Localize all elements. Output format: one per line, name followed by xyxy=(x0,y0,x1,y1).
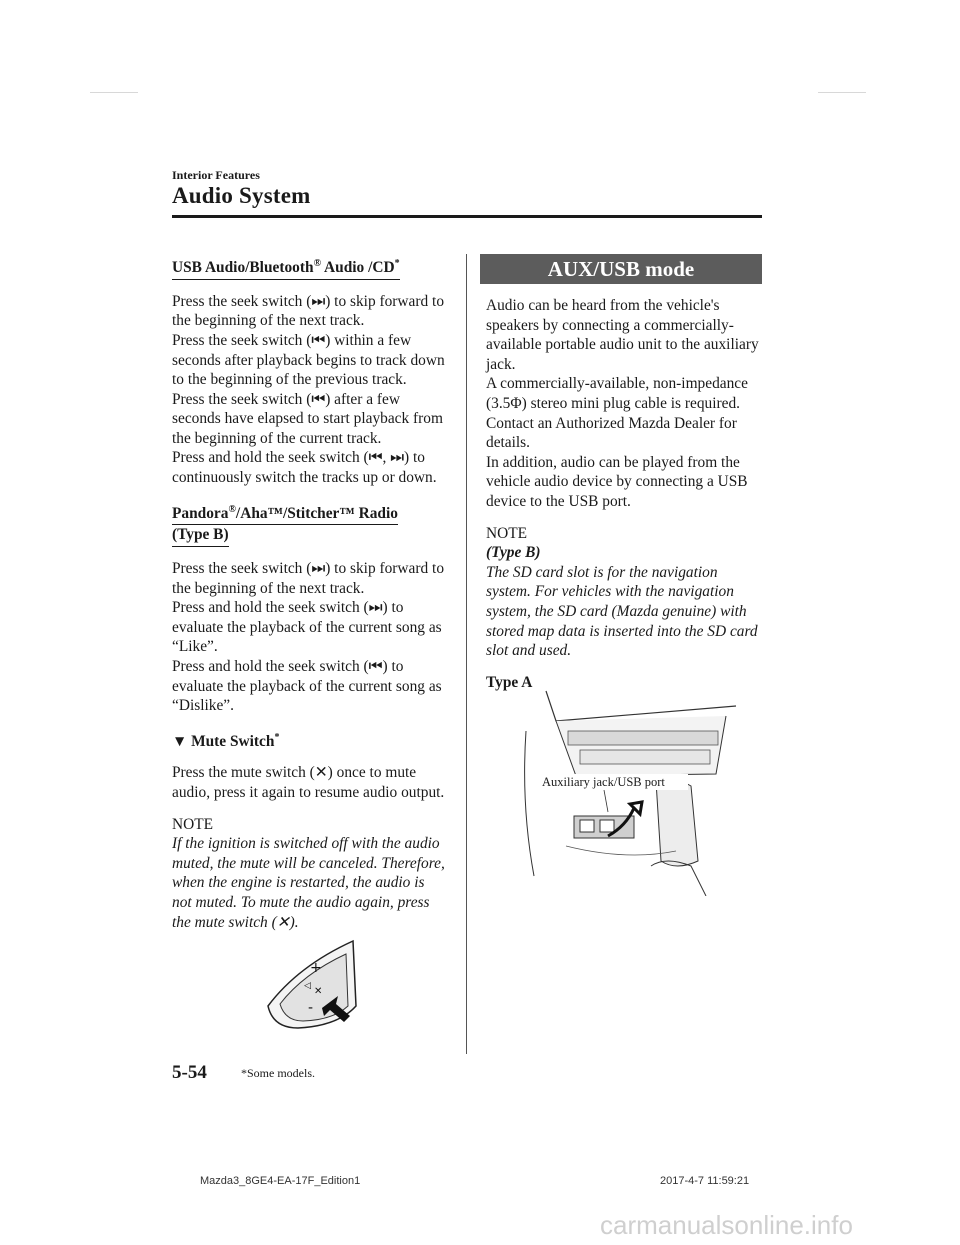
right-column: AUX/USB mode Audio can be heard from the… xyxy=(480,254,762,692)
pandora-heading-type: (Type B) xyxy=(172,525,229,547)
column-divider xyxy=(466,254,467,1054)
usb-audio-heading: USB Audio/Bluetooth® Audio /CD* xyxy=(172,254,400,280)
svg-text:+: + xyxy=(310,960,322,976)
title-rule xyxy=(172,215,762,218)
aux-paragraph-2: A commercially-available, non-impedance … xyxy=(486,375,748,412)
page-title: Audio System xyxy=(172,183,311,208)
note-body-right: The SD card slot is for the navigation s… xyxy=(486,563,758,660)
usb-paragraph-1: Press the seek switch (⏭) to skip forwar… xyxy=(172,292,445,330)
pandora-paragraph-3: Press and hold the seek switch (⏮) to ev… xyxy=(172,657,442,715)
mute-paragraph: Press the mute switch (✕) once to mute a… xyxy=(172,764,445,802)
page-number: 5-54 xyxy=(172,1062,207,1083)
svg-text:✕: ✕ xyxy=(314,986,322,997)
doc-id: Mazda3_8GE4-EA-17F_Edition1 xyxy=(200,1175,361,1187)
note-body-left: If the ignition is switched off with the… xyxy=(172,835,445,931)
usb-paragraph-2: Press the seek switch (⏮) within a few s… xyxy=(172,331,445,389)
steering-switch-illustration: + ◁ ✕ - xyxy=(267,939,357,1029)
console-illustration xyxy=(524,690,737,896)
usb-paragraph-4: Press and hold the seek switch (⏮, ⏭) to… xyxy=(172,449,437,487)
left-column: USB Audio/Bluetooth® Audio /CD* Press th… xyxy=(172,254,447,932)
svg-text:◁: ◁ xyxy=(304,981,311,991)
aux-paragraph-1: Audio can be heard from the vehicle's sp… xyxy=(486,297,759,373)
footnote: *Some models. xyxy=(241,1066,315,1080)
section-label: Interior Features xyxy=(172,168,260,182)
watermark: carmanualsonline.info xyxy=(600,1210,853,1240)
type-a-label: Type A xyxy=(486,673,533,691)
aux-usb-mode-title: AUX/USB mode xyxy=(480,254,762,284)
pandora-paragraph-1: Press the seek switch (⏭) to skip forwar… xyxy=(172,559,445,597)
aux-paragraph-3: Contact an Authorized Mazda Dealer for d… xyxy=(486,414,737,452)
crop-mark-left xyxy=(90,92,138,93)
figure-callout: Auxiliary jack/USB port xyxy=(540,775,667,790)
pandora-paragraph-2: Press and hold the seek switch (⏭) to ev… xyxy=(172,599,442,656)
print-timestamp: 2017-4-7 11:59:21 xyxy=(660,1175,750,1187)
aux-paragraph-4: In addition, audio can be played from th… xyxy=(486,453,748,510)
mute-switch-heading: ▼ Mute Switch* xyxy=(172,731,280,750)
pandora-heading: Pandora®/Aha™/Stitcher™ Radio xyxy=(172,500,398,526)
crop-mark-right xyxy=(818,92,866,93)
note-label-left: NOTE xyxy=(172,815,214,833)
usb-paragraph-3: Press the seek switch (⏮) after a few se… xyxy=(172,390,443,447)
note-type-right: (Type B) xyxy=(486,544,541,562)
note-label-right: NOTE xyxy=(486,524,528,542)
svg-text:-: - xyxy=(308,1000,313,1016)
